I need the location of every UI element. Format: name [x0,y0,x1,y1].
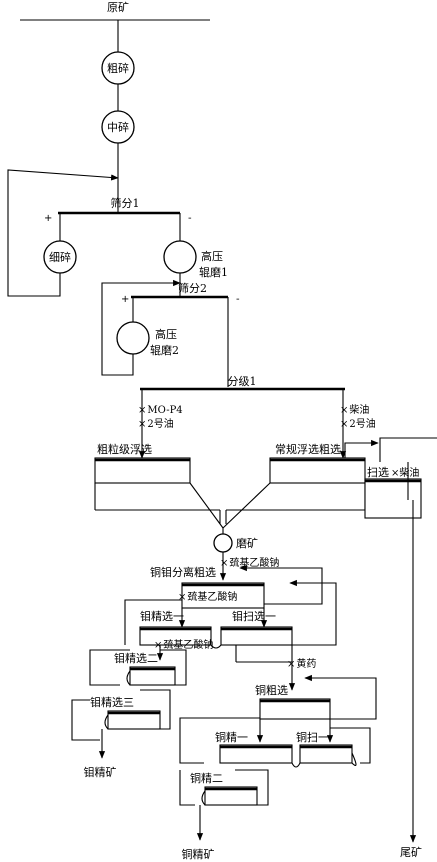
reagent-no2oil-right: ×2号油 [340,417,376,430]
raw-ore-label: 原矿 [107,1,129,14]
hpgr2-label-line2: 辊磨2 [150,343,179,357]
mo-clean3-cell [104,710,161,730]
mo-scav1-label: 钼扫选一 [232,609,276,623]
screen1-plus: + [44,213,52,224]
coarse-flotation-label: 粗粒级浮选 [97,442,152,456]
scavenge-diesel-label: ×柴油 [391,466,419,479]
medium-crush-label: 中碎 [107,120,129,134]
screen1-minus: - [188,213,192,224]
flotation-bank [94,457,366,535]
fine-crush-node: 细碎 [43,240,77,274]
classify1-label: 分级1 [228,375,257,388]
reagent-sodium-1: ×巯基乙酸钠 [220,556,279,569]
hpgr1-label-line2: 辊磨1 [199,265,228,279]
grinding-node: 磨矿 [213,533,258,553]
hpgr1-node: 高压 辊磨1 [163,240,228,279]
scavenger-cell: 扫选 ×柴油 [364,466,422,519]
cumo-rougher-label: 铜钼分离粗选 [150,565,216,579]
screen2-label: 筛分2 [178,281,207,295]
cu-concentrate-label: 铜精矿 [182,847,215,861]
grinding-label: 磨矿 [236,537,258,550]
normal-rougher-label: 常规浮选粗选 [275,442,341,456]
tailings-label: 尾矿 [400,846,422,859]
cu-clean-scav-bank [219,744,357,768]
coarse-crush-node: 粗碎 [101,51,135,85]
reagent-no2oil-left: ×2号油 [138,417,174,430]
mo-concentrate-label: 钼精矿 [84,765,117,779]
scavenge-label: 扫选 [367,466,389,479]
cu-clean2-cell [201,786,258,806]
cu-rougher-label: 铜粗选 [255,683,288,697]
mo-clean3-label: 钼精选三 [90,695,134,709]
reagent-sodium-2: ×巯基乙酸钠 [178,590,237,603]
reagent-diesel-right: ×柴油 [340,403,369,416]
medium-crush-node: 中碎 [101,110,135,144]
reagent-xanthate: ×黄药 [287,657,316,670]
cu-rougher-cell [259,698,331,720]
fine-crush-recycle-line [7,169,119,297]
screen2-plus: + [121,294,129,305]
mo-clean1-label: 钼精选一 [140,609,184,623]
fine-crush-label: 细碎 [49,250,71,264]
cu-scav1-label: 铜扫一 [296,730,329,744]
cu-clean2-label: 铜精二 [190,771,223,785]
mo-clean2-label: 钼精选二 [114,651,158,665]
hpgr1-label-line1: 高压 [201,249,223,263]
hpgr2-node: 高压 辊磨2 [116,321,179,357]
reagent-mop4: ×MO-P4 [138,405,183,416]
hpgr2-recycle-line [101,279,181,376]
mo-clean-scav-bank [139,626,293,649]
reagent-sodium-3: ×巯基乙酸钠 [154,638,213,651]
cumo-rougher-cell [181,582,265,609]
screen1-label: 筛分1 [111,196,140,210]
coarse-crush-label: 粗碎 [107,61,129,75]
screen2-minus: - [236,294,240,305]
hpgr2-label-line1: 高压 [155,327,177,341]
mo-clean2-cell [126,666,176,686]
cu-clean1-label: 铜精一 [215,730,248,744]
